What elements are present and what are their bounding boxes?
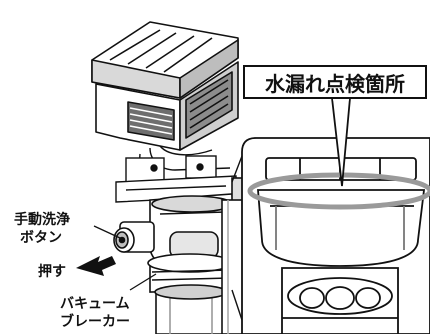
manual-flush-label-line2: ボタン [20, 230, 62, 247]
supply-pipe [221, 199, 245, 334]
vacuum-breaker [147, 253, 233, 334]
control-box [91, 21, 239, 151]
arrow-right-icon [76, 256, 116, 276]
zoom-connector-lines [231, 155, 243, 321]
vacuum-breaker-label-line1: バキューム [60, 296, 130, 313]
manual-flush-label-line1: 手動洗浄 [14, 212, 70, 229]
vacuum-breaker-label-line2: ブレーカー [60, 314, 130, 331]
wiring-bracket [115, 145, 237, 203]
leak-check-title: 水漏れ点検箇所 [265, 71, 405, 96]
push-label: 押す [38, 264, 66, 281]
label-leaders [93, 225, 157, 291]
zoom-inset [241, 137, 430, 334]
leak-check-callout: 水漏れ点検箇所 [243, 65, 427, 99]
manual-flush-button [113, 221, 155, 253]
